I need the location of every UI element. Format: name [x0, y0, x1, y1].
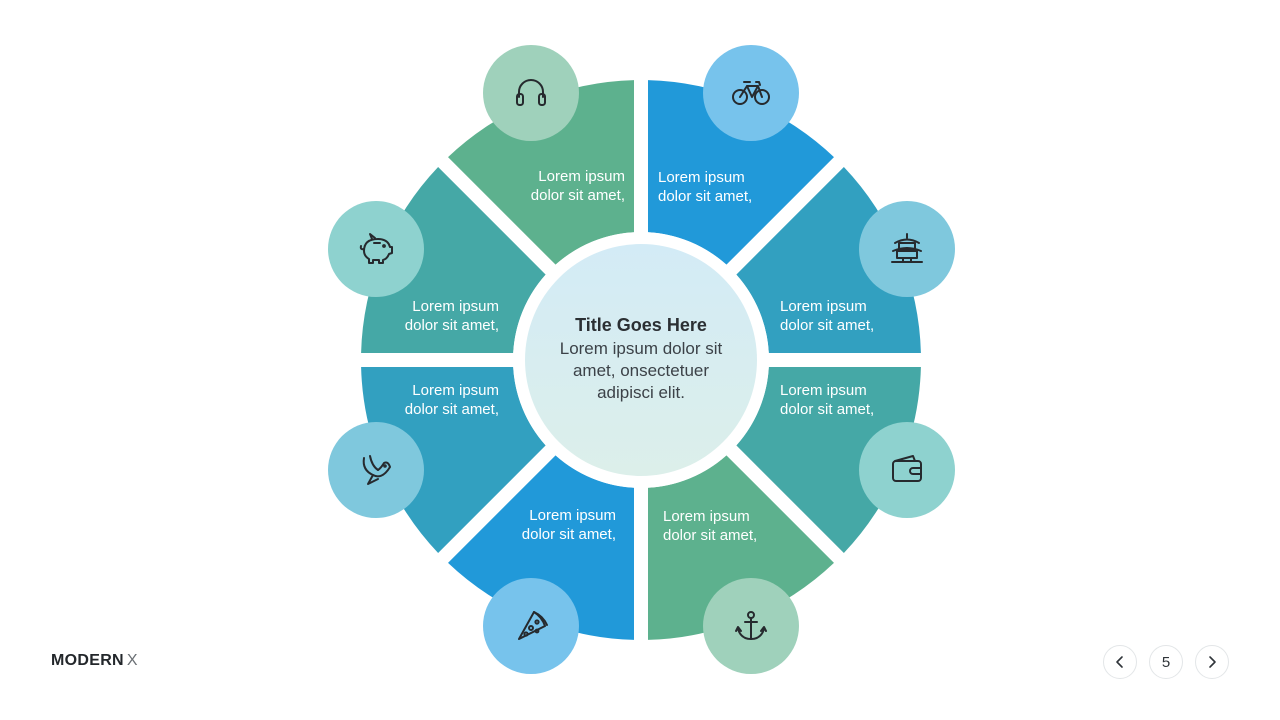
segment-top-right-text-line-2: dolor sit amet,	[658, 188, 752, 205]
segment-left-upper-text-line-1: Lorem ipsum	[412, 298, 499, 315]
segment-bottom-left	[448, 455, 634, 640]
segment-right-lower-text-line-2: dolor sit amet,	[780, 401, 874, 418]
segment-top-right	[648, 80, 834, 265]
center-circle-group: Title Goes Here Lorem ipsum dolor sit am…	[513, 232, 769, 488]
center-circle	[525, 244, 757, 476]
segment-left-upper-text-line-2: dolor sit amet,	[405, 317, 499, 334]
icon-badge-circle	[328, 422, 424, 518]
center-body-line-3: adipisci elit.	[597, 383, 685, 402]
segment-left-upper-icon-badge	[328, 201, 424, 297]
segment-bottom-right-icon-badge	[703, 578, 799, 674]
center-body-line-1: Lorem ipsum dolor sit	[560, 339, 723, 358]
segment-right-upper-text-line-1: Lorem ipsum	[780, 298, 867, 315]
piggy-bank-icon	[359, 233, 393, 264]
brand-mark: X	[126, 652, 138, 669]
segment-top-left-icon-badge	[483, 45, 579, 141]
previous-slide-button[interactable]	[1103, 645, 1137, 679]
segment-bottom-left-text-line-2: dolor sit amet,	[522, 526, 616, 543]
bicycle-icon	[732, 81, 770, 105]
chevron-left-icon	[1116, 656, 1123, 668]
brand-name: MODERN	[51, 652, 124, 669]
next-slide-button[interactable]	[1195, 645, 1229, 679]
segment-right-upper-icon-badge	[859, 201, 955, 297]
segment-top-right-text-line-1: Lorem ipsum	[658, 169, 745, 186]
segment-left-lower-text-line-2: dolor sit amet,	[405, 401, 499, 418]
segment-bottom-left-text-line-1: Lorem ipsum	[529, 507, 616, 524]
segment-bottom-left-icon-badge	[483, 578, 579, 674]
icon-badge-circle	[859, 422, 955, 518]
icon-badge-circle	[328, 201, 424, 297]
segment-right-upper-text-line-2: dolor sit amet,	[780, 317, 874, 334]
segment-right-lower-icon-badge	[859, 422, 955, 518]
headphones-icon	[516, 79, 546, 106]
segment-left-lower-text-line-1: Lorem ipsum	[412, 382, 499, 399]
segment-left-lower	[361, 367, 546, 553]
anchor-icon	[735, 611, 767, 640]
segment-text-layer: Lorem ipsum dolor sit amet, Lorem ipsum dol…	[405, 168, 874, 544]
segment-top-left	[448, 80, 634, 265]
segment-top-left-text-line-1: Lorem ipsum	[538, 168, 625, 185]
segment-top-left-text-line-2: dolor sit amet,	[531, 187, 625, 204]
segment-right-lower	[736, 367, 921, 553]
segment-bottom-right-text-line-1: Lorem ipsum	[663, 508, 750, 525]
segment-left-lower-icon-badge	[328, 422, 424, 518]
segment-bottom-right-text-line-2: dolor sit amet,	[663, 527, 757, 544]
icons-layer	[328, 45, 955, 674]
dove-icon	[362, 455, 391, 485]
pagoda-icon	[891, 233, 923, 263]
page-number: 5	[1149, 645, 1183, 679]
wallet-icon	[892, 455, 922, 482]
pizza-slice-icon	[518, 611, 548, 640]
center-body-line-2: amet, onsectetuer	[573, 361, 709, 380]
icon-badge-circle	[483, 45, 579, 141]
slide-navigation: 5	[1103, 645, 1231, 681]
segment-right-lower-text-line-1: Lorem ipsum	[780, 382, 867, 399]
segment-top-right-icon-badge	[703, 45, 799, 141]
segment-bottom-right	[648, 455, 834, 640]
center-title: Title Goes Here	[575, 315, 707, 335]
chevron-right-icon	[1209, 656, 1216, 668]
